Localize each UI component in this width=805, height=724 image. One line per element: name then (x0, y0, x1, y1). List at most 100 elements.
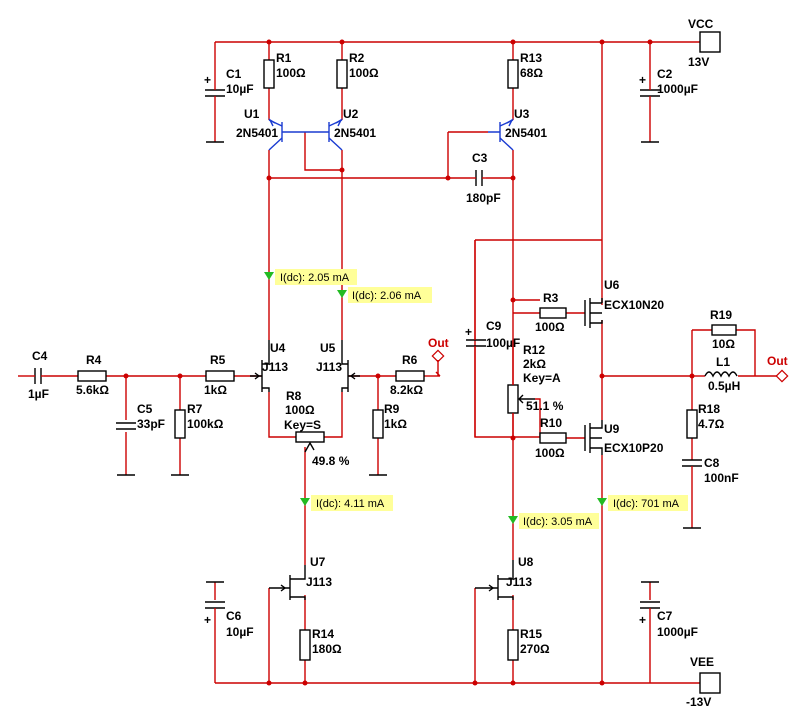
components-r9-value-label: 1kΩ (384, 417, 407, 431)
components-r14-value-label: 180Ω (312, 642, 342, 656)
components-r19-ref-label: R19 (710, 308, 732, 322)
capacitor-c8 (682, 459, 702, 467)
potentiometer-r12 (507, 384, 519, 414)
components-l1-value-label: 0.5µH (708, 379, 740, 393)
ports-out_mid-label: Out (428, 336, 449, 350)
transistor-u7 (269, 565, 306, 600)
junctions (123, 39, 695, 686)
components-r12-key-label: Key=A (523, 371, 561, 385)
resistor-r10 (539, 432, 567, 444)
capacitors: + + + + + (32, 73, 702, 627)
components-u6-part-label: ECX10N20 (604, 298, 664, 312)
components-u9-ref-label: U9 (604, 422, 620, 436)
bjt-transistors (268, 118, 514, 151)
components-r6-ref-label: R6 (402, 353, 418, 367)
components-r1-ref-label: R1 (276, 51, 292, 65)
probe-arrow-icon (597, 498, 607, 506)
capacitor-c4 (34, 368, 42, 384)
components-u7-ref-label: U7 (310, 555, 326, 569)
components-u8-part-label: J113 (506, 575, 532, 589)
capacitor-c9 (466, 339, 486, 347)
components-r2-value-label: 100Ω (349, 66, 379, 80)
components-c8-value-label: 100nF (704, 471, 739, 485)
components-c4-value-label: 1µF (28, 387, 49, 401)
components-r6-value-label: 8.2kΩ (390, 383, 423, 397)
components-c7-value-label: 1000µF (657, 625, 698, 639)
vcc-port (699, 31, 721, 53)
components-r2-ref-label: R2 (349, 51, 365, 65)
capacitor-c1 (205, 89, 225, 97)
resistor-r1 (263, 59, 275, 89)
components-r13-value-label: 68Ω (520, 66, 543, 80)
transistor-u3 (488, 118, 514, 151)
components-r9-ref-label: R9 (384, 402, 400, 416)
components-c1-value-label: 10µF (226, 82, 254, 96)
components-c2-value-label: 1000µF (657, 82, 698, 96)
components-r19-value-label: 10Ω (712, 337, 735, 351)
potentiometer-r8 (295, 431, 325, 443)
transistor-u5 (341, 340, 360, 392)
out-connector-mid (431, 349, 445, 363)
probe-label: I(dc): 701 mA (613, 498, 680, 510)
components-u5-ref-label: U5 (320, 341, 336, 355)
components-r5-value-label: 1kΩ (204, 383, 227, 397)
components-r12-setting-label: 51.1 % (526, 399, 564, 413)
components-r13-ref-label: R13 (520, 51, 542, 65)
components-c5-value-label: 33pF (137, 417, 165, 431)
components-c1-ref-label: C1 (226, 67, 242, 81)
resistor-r3 (539, 307, 567, 319)
inductor-l1 (704, 371, 738, 378)
components-r10-value-label: 100Ω (535, 446, 565, 460)
components-u2-ref-label: U2 (343, 107, 359, 121)
transistor-u8 (475, 560, 514, 600)
transistor-u1 (268, 118, 305, 151)
components-c9-value-label: 100µF (486, 336, 520, 350)
components-r8-key-label: Key=S (284, 418, 321, 432)
vee-value: -13V (686, 695, 711, 709)
resistor-r2 (336, 59, 348, 89)
components-u1-part-label: 2N5401 (236, 126, 278, 140)
resistor-r4 (77, 370, 107, 382)
components-u5-part-label: J113 (316, 360, 342, 374)
components-r8-setting-label: 49.8 % (312, 454, 350, 468)
components-c8-ref-label: C8 (704, 456, 720, 470)
jfet-transistors (250, 340, 514, 600)
components-l1-ref-label: L1 (716, 355, 730, 369)
capacitor-c5 (116, 422, 136, 430)
components-c4-ref-label: C4 (32, 349, 48, 363)
resistor-r7 (174, 409, 186, 439)
ports-out_right-label: Out (767, 354, 788, 368)
svg-text:+: + (204, 73, 211, 87)
components-c2-ref-label: C2 (657, 67, 673, 81)
components-r18-ref-label: R18 (698, 402, 720, 416)
vee-name: VEE (690, 655, 714, 669)
mosfet-transistors (584, 298, 603, 455)
components-c9-ref-label: C9 (486, 319, 502, 333)
svg-text:+: + (465, 325, 472, 339)
resistor-r9 (372, 409, 384, 439)
components-r3-value-label: 100Ω (535, 320, 565, 334)
components-u3-ref-label: U3 (514, 107, 530, 121)
components-r4-ref-label: R4 (86, 353, 102, 367)
probe-label: I(dc): 4.11 mA (316, 498, 385, 510)
components-r12-value-label: 2kΩ (523, 357, 546, 371)
components-c6-value-label: 10µF (226, 625, 254, 639)
resistor-r14 (299, 629, 311, 661)
probe-arrow-icon (337, 290, 347, 298)
components-u4-part-label: J113 (262, 360, 288, 374)
probe-label: I(dc): 2.05 mA (280, 272, 350, 284)
components-u3-part-label: 2N5401 (505, 126, 547, 140)
components-r18-value-label: 4.7Ω (698, 417, 725, 431)
components-r7-value-label: 100kΩ (187, 417, 224, 431)
components-r12-ref-label: R12 (523, 343, 545, 357)
probe-arrow-icon (508, 516, 518, 524)
components-r10-ref-label: R10 (540, 416, 562, 430)
components-c6-ref-label: C6 (226, 609, 242, 623)
probe-arrow-icon (300, 498, 310, 506)
resistor-r15 (507, 629, 519, 661)
components-r4-value-label: 5.6kΩ (76, 383, 109, 397)
transistor-u2 (305, 118, 343, 151)
resistor-r19 (711, 324, 737, 336)
vcc-value: 13V (688, 55, 709, 69)
